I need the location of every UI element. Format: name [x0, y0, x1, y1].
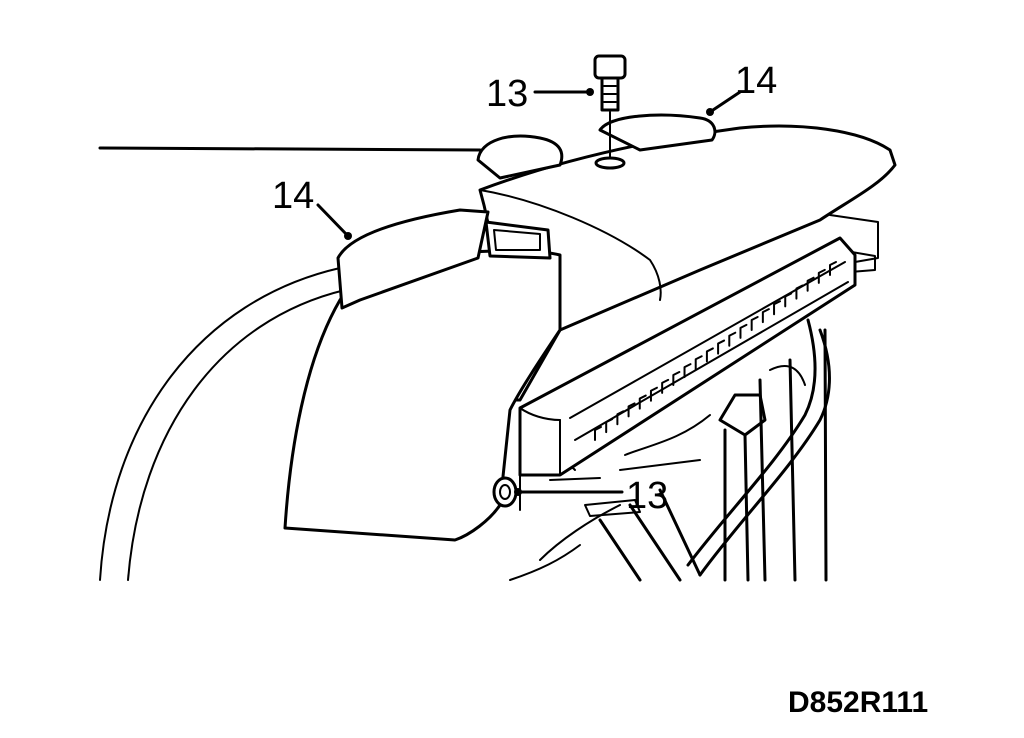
- rail-slot: [661, 378, 670, 394]
- frame-structure: [509, 214, 879, 582]
- rail-slot: [616, 410, 625, 426]
- rail-slots: [594, 261, 837, 441]
- rail-slot: [806, 276, 815, 292]
- rail-slot: [683, 363, 692, 379]
- fender-outline: [98, 146, 482, 581]
- callout-13-top: 13: [486, 73, 528, 115]
- rail-slot: [817, 268, 826, 284]
- callout-13-lower: 13: [626, 475, 668, 517]
- figure-code: D852R111: [788, 686, 928, 719]
- rail-slot: [649, 386, 658, 402]
- rail-slot: [627, 402, 636, 418]
- rail-slot: [739, 323, 748, 339]
- rail-slot: [694, 355, 703, 371]
- rail-slot: [784, 292, 793, 308]
- rail-slot: [638, 394, 647, 410]
- slotted-rail: [518, 236, 857, 511]
- rail-slot: [594, 426, 602, 441]
- callout-14-left: 14: [272, 175, 314, 217]
- rail-slot: [605, 418, 614, 434]
- left-cover: [283, 208, 562, 542]
- bolt-top: [593, 54, 627, 170]
- rail-slot: [717, 339, 726, 355]
- callout-14-top-right: 14: [735, 60, 777, 102]
- rail-slot: [728, 331, 737, 347]
- rail-slot: [750, 316, 759, 331]
- rail-slot: [829, 261, 837, 276]
- knob: [476, 113, 717, 180]
- rail-slot: [672, 371, 681, 386]
- rail-slot: [705, 347, 714, 363]
- rail-slot: [761, 308, 770, 324]
- rail-slot: [773, 300, 782, 316]
- leader-lines: [316, 88, 742, 496]
- bolt-lower: [492, 476, 518, 508]
- rail-slot: [795, 284, 804, 300]
